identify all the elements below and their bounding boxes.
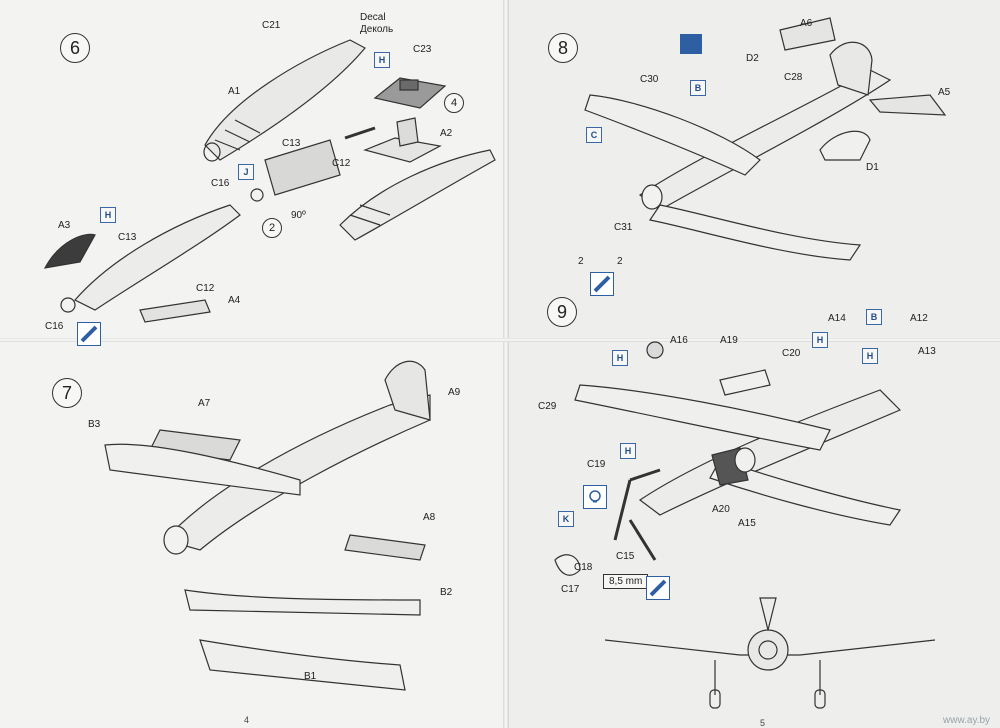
label-a19: A19 (720, 335, 738, 346)
tag-j: J (238, 164, 254, 180)
label-c15: C15 (616, 551, 635, 562)
label-a15: A15 (738, 518, 756, 529)
tag-h-step9-c: H (812, 332, 828, 348)
label-a9: A9 (448, 387, 461, 398)
label-c12-a: C12 (332, 158, 351, 169)
tag-h-step9-a: H (612, 350, 628, 366)
fuselage-assembly-lower (43, 204, 241, 323)
label-a16: A16 (670, 335, 688, 346)
tag-b-step9: B (866, 309, 882, 325)
label-c20: C20 (782, 348, 801, 359)
watermark: www.ay.by (943, 715, 991, 726)
dimension-left: 2 (578, 256, 584, 267)
fuselage-half-a1 (203, 39, 366, 162)
measure-8-5mm: 8,5 mm (603, 574, 649, 589)
label-a6: A6 (800, 18, 813, 29)
paint-icon-step8 (590, 272, 614, 296)
label-c16-a: C16 (211, 178, 230, 189)
tag-k: K (558, 511, 574, 527)
label-decal-en: Decal (360, 12, 386, 23)
light-bulb-icon (583, 485, 607, 509)
tag-b-step8: B (690, 80, 706, 96)
aircraft-front-view (604, 597, 936, 709)
center-fold (503, 0, 509, 728)
label-c28: C28 (784, 72, 803, 83)
seat-assembly (363, 117, 442, 163)
label-c23: C23 (413, 44, 432, 55)
substep-4-circle: 4 (444, 93, 464, 113)
step-8-number: 8 (548, 33, 578, 63)
label-c21: C21 (262, 20, 281, 31)
label-c17: C17 (561, 584, 580, 595)
label-b1: B1 (304, 671, 317, 682)
label-d2: D2 (746, 53, 759, 64)
label-d1: D1 (866, 162, 879, 173)
paint-icon-step9 (646, 576, 670, 600)
tag-h-step6-a: H (374, 52, 390, 68)
tag-h-step6-b: H (100, 207, 116, 223)
label-a3: A3 (58, 220, 71, 231)
tag-h-step9-b: H (620, 443, 636, 459)
label-a13: A13 (918, 346, 936, 357)
label-c12-b: C12 (196, 283, 215, 294)
label-c19: C19 (587, 459, 606, 470)
fuselage-half-a2 (339, 149, 496, 241)
aircraft-step8 (584, 17, 947, 261)
label-a8: A8 (423, 512, 436, 523)
label-c13-a: C13 (282, 138, 301, 149)
page-number-left: 4 (244, 715, 250, 725)
engine-block (250, 126, 376, 202)
step-7-number: 7 (52, 378, 82, 408)
label-a14: A14 (828, 313, 846, 324)
decal-sheet-icon (680, 34, 702, 54)
label-a5: A5 (938, 87, 951, 98)
page-right (505, 0, 1000, 728)
label-b2: B2 (440, 587, 453, 598)
page-number-right: 5 (760, 718, 766, 728)
label-decal-ru: Деколь (360, 24, 394, 35)
label-a4: A4 (228, 295, 241, 306)
label-c18: C18 (574, 562, 593, 573)
aircraft-step9 (554, 341, 902, 576)
part-c23 (373, 77, 447, 109)
label-a1: A1 (228, 86, 241, 97)
aircraft-step7 (104, 360, 431, 691)
label-c30: C30 (640, 74, 659, 85)
label-a2: A2 (440, 128, 453, 139)
tag-h-step9-d: H (862, 348, 878, 364)
step-6-number: 6 (60, 33, 90, 63)
label-a12: A12 (910, 313, 928, 324)
label-b3: B3 (88, 419, 101, 430)
label-angle-90: 90º (291, 210, 306, 221)
label-c13-b: C13 (118, 232, 137, 243)
horizontal-fold (0, 338, 1000, 342)
step-9-number: 9 (547, 297, 577, 327)
dimension-right: 2 (617, 256, 623, 267)
label-a7: A7 (198, 398, 211, 409)
label-a20: A20 (712, 504, 730, 515)
label-c29: C29 (538, 401, 557, 412)
tag-c: C (586, 127, 602, 143)
substep-2-circle: 2 (262, 218, 282, 238)
paint-icon (77, 322, 101, 346)
label-c31: C31 (614, 222, 633, 233)
label-c16-b: C16 (45, 321, 64, 332)
